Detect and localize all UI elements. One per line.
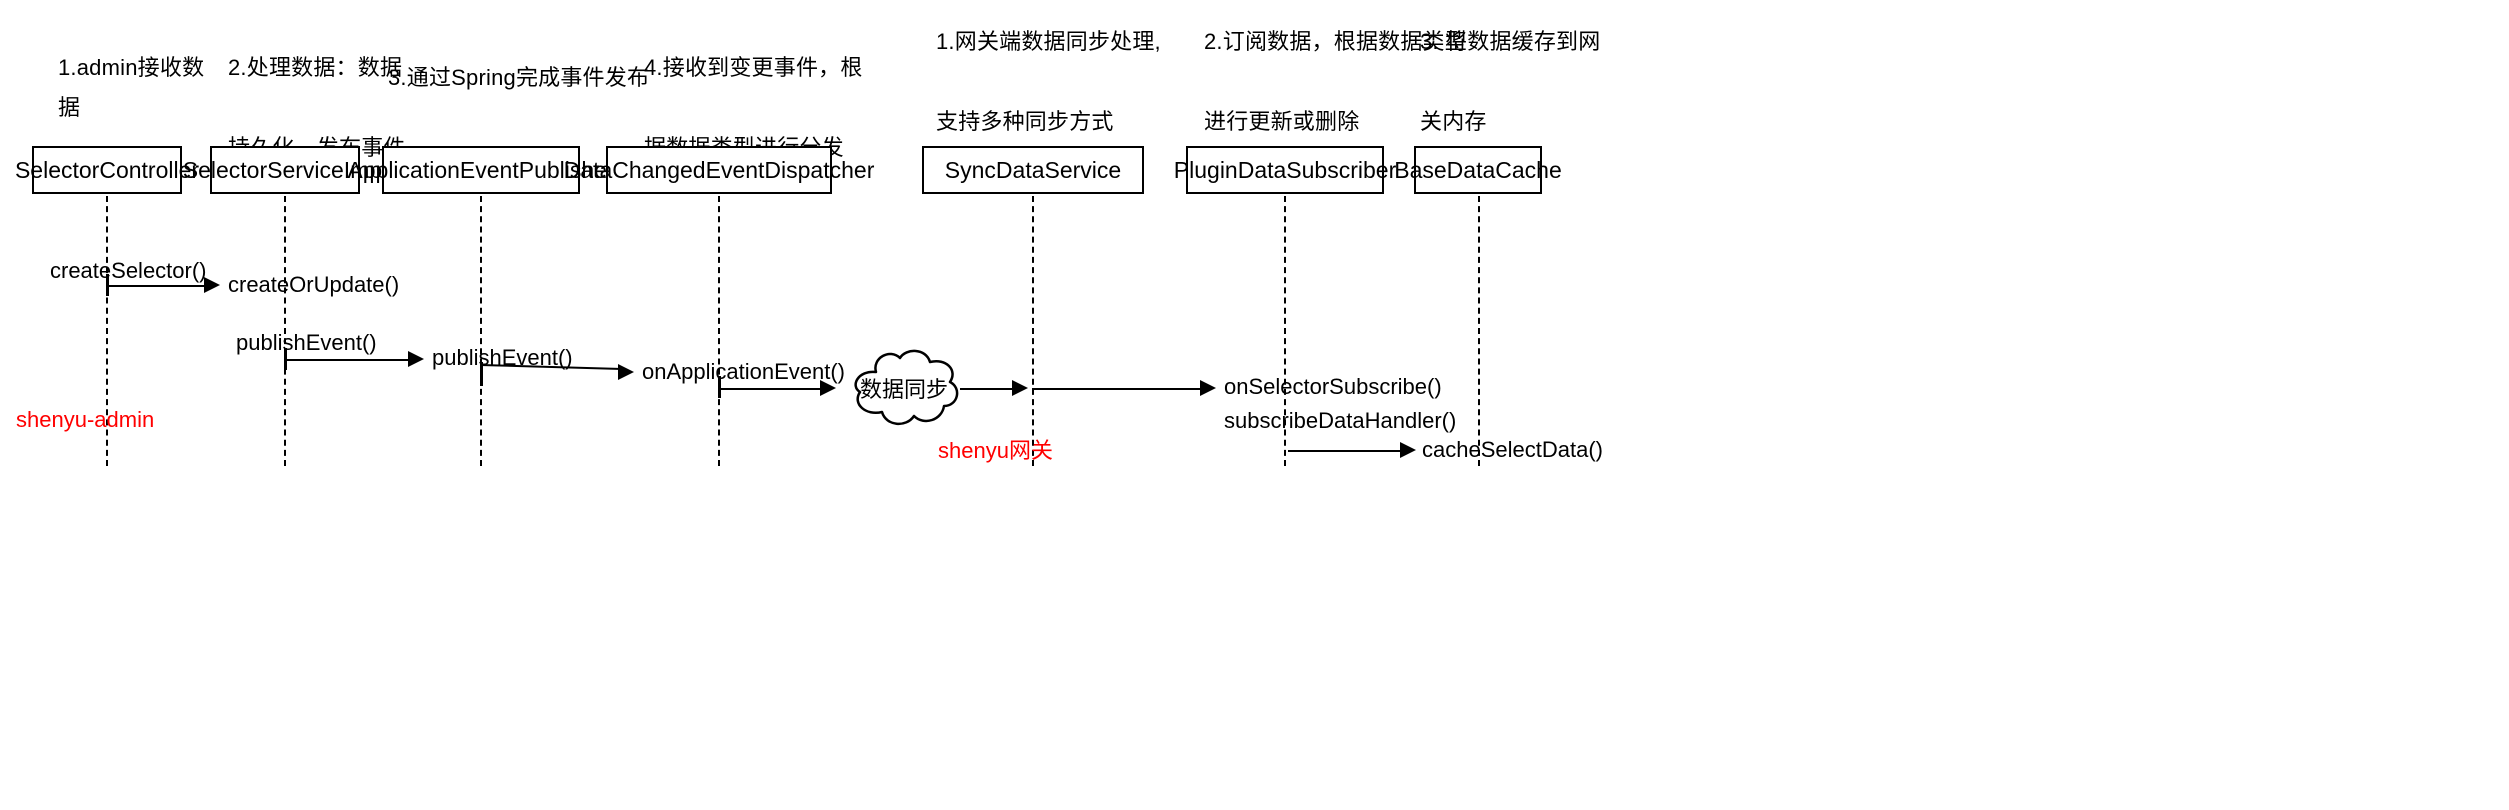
note-spring-publish-event: 3.通过Spring完成事件发布 [388, 65, 650, 90]
label-create-or-update: createOrUpdate() [228, 272, 400, 297]
lifeline-application-event-publisher [480, 196, 482, 466]
participant-selector-controller[interactable]: SelectorController [15, 146, 199, 194]
stub-on-application-event [718, 376, 721, 398]
arrow-head-cache-select-data [1400, 442, 1416, 458]
cloud-label: 数据同步 [859, 377, 948, 402]
arrow-head-to-cloud [820, 380, 836, 396]
arrow-line-on-selector-subscribe [1032, 388, 1202, 390]
note-admin-receive-data: 1.admin接收数 据 [58, 55, 205, 120]
arrow-head-create-selector [204, 277, 220, 293]
data-sync-cloud: 数据同步 [842, 346, 966, 430]
participant-data-changed-event-dispatcher[interactable]: DataChangedEventDispatcher [564, 146, 874, 194]
zone-label-shenyu-gateway: shenyu网关 [938, 438, 1053, 463]
lifeline-sync-data-service [1032, 196, 1034, 466]
arrow-head-on-selector-subscribe [1200, 380, 1216, 396]
zone-label-shenyu-admin: shenyu-admin [16, 407, 155, 432]
lifeline-selector-controller [106, 196, 108, 466]
arrow-head-cloud-to-sync [1012, 380, 1028, 396]
label-on-selector-subscribe: onSelectorSubscribe() [1224, 374, 1442, 399]
participant-sync-data-service[interactable]: SyncDataService [922, 146, 1144, 194]
participant-selector-service-impl[interactable]: SelectorServiceImpl [183, 146, 387, 194]
label-subscribe-data-handler: subscribeDataHandler() [1224, 408, 1457, 433]
label-on-application-event: onApplicationEvent() [642, 359, 846, 384]
lifeline-plugin-data-subscriber [1284, 196, 1286, 466]
label-publish-event-1: publishEvent() [236, 330, 377, 355]
arrow-line-cache-select-data [1288, 450, 1402, 452]
label-create-selector: createSelector() [50, 258, 207, 283]
note-cache-to-gateway-memory: 3. 将数据缓存到网 关内存 [1420, 29, 1601, 134]
arrow-line-to-cloud [718, 388, 822, 390]
participant-application-event-publisher[interactable]: ApplicationEventPublisher [347, 146, 615, 194]
lifeline-base-data-cache [1478, 196, 1480, 466]
label-publish-event-2: publishEvent() [432, 345, 573, 370]
lifeline-selector-service-impl [284, 196, 286, 466]
arrow-line-publish-event-1 [284, 359, 410, 361]
arrow-head-publish-event-1 [408, 351, 424, 367]
note-subscribe-data: 2.订阅数据，根据数据类型 进行更新或删除 [1204, 29, 1467, 134]
label-cache-select-data: cacheSelectData() [1422, 437, 1603, 462]
note-gateway-sync-handling: 1.网关端数据同步处理, 支持多种同步方式 [936, 29, 1161, 134]
lifeline-data-changed-event-dispatcher [718, 196, 720, 466]
cloud-icon [854, 349, 959, 425]
participant-base-data-cache[interactable]: BaseDataCache [1394, 146, 1562, 194]
participant-plugin-data-subscriber[interactable]: PluginDataSubscriber [1174, 146, 1396, 194]
stub-publish-event-2 [480, 362, 483, 386]
arrow-head-publish-event-2 [618, 364, 634, 380]
arrow-line-create-selector [106, 285, 206, 287]
arrow-line-cloud-to-sync [960, 388, 1014, 390]
